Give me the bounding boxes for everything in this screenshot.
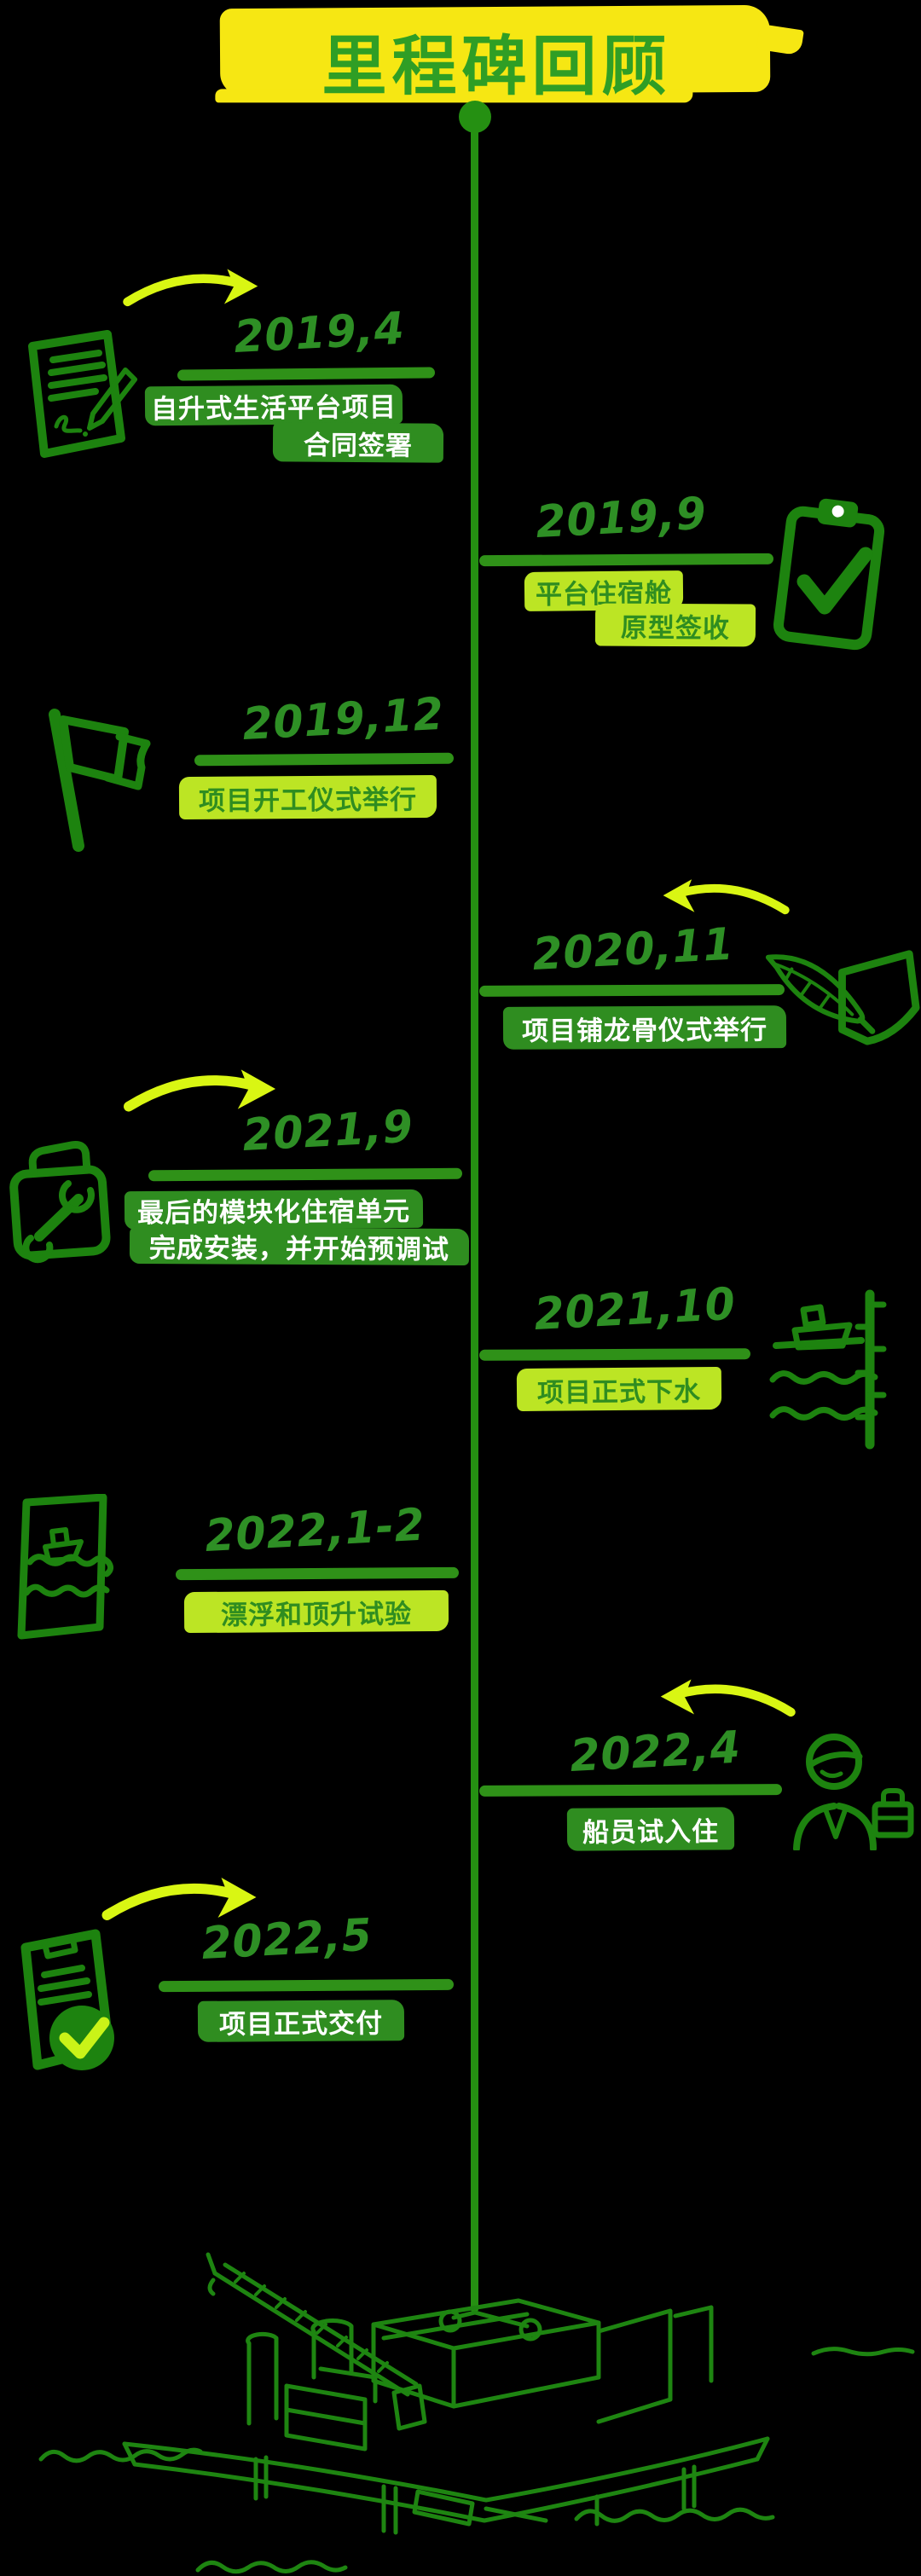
milestone-text: 项目开工仪式举行 bbox=[178, 774, 437, 820]
curved-arrow-left-icon bbox=[660, 1679, 796, 1717]
quill-signing-icon bbox=[765, 950, 920, 1045]
milestone-text: 完成安装，并开始预调试 bbox=[129, 1226, 470, 1266]
date-underline bbox=[177, 367, 436, 381]
curved-arrow-right-icon bbox=[124, 1069, 276, 1112]
milestone-date: 2019,9 bbox=[534, 488, 709, 548]
wave-left-icon bbox=[38, 2447, 203, 2463]
milestone-text: 漂浮和顶升试验 bbox=[183, 1589, 449, 1634]
milestone-text: 自升式生活平台项目 bbox=[144, 384, 403, 426]
milestone-date: 2021,9 bbox=[240, 1101, 415, 1161]
milestone-text: 项目铺龙骨仪式举行 bbox=[502, 1005, 787, 1050]
timeline-line bbox=[471, 130, 478, 2313]
timeline-start-dot bbox=[459, 101, 491, 133]
curved-arrow-right-icon bbox=[101, 1878, 257, 1920]
milestone-date: 2021,10 bbox=[532, 1278, 738, 1340]
date-underline bbox=[158, 1978, 455, 1993]
date-underline bbox=[148, 1167, 463, 1182]
milestone-text: 合同签署 bbox=[272, 422, 444, 463]
milestone-text: 船员试入住 bbox=[566, 1807, 735, 1851]
date-underline bbox=[478, 984, 785, 997]
milestone-date: 2022,4 bbox=[568, 1722, 743, 1782]
milestone-date: 2020,11 bbox=[530, 918, 736, 981]
toolbox-wrench-icon bbox=[9, 1141, 111, 1264]
milestone-date: 2019,12 bbox=[240, 688, 446, 750]
date-underline bbox=[478, 1784, 783, 1797]
jack-up-platform-sketch bbox=[122, 2252, 770, 2535]
page-title: 里程碑回顾 bbox=[321, 28, 672, 104]
milestone-text: 项目正式下水 bbox=[516, 1366, 722, 1412]
document-approved-icon bbox=[20, 1929, 114, 2070]
milestone-text: 最后的模块化住宿单元 bbox=[124, 1189, 424, 1230]
floating-boat-doc-icon bbox=[17, 1494, 114, 1640]
launch-gauge-icon bbox=[769, 1289, 887, 1450]
curved-arrow-left-icon bbox=[663, 879, 790, 915]
contract-signing-icon bbox=[28, 330, 137, 458]
milestone-date: 2022,1-2 bbox=[203, 1499, 427, 1562]
curved-arrow-right-icon bbox=[123, 269, 258, 307]
wave-right-icon bbox=[574, 2507, 775, 2523]
crew-member-icon bbox=[793, 1734, 914, 1850]
milestone-text: 项目正式交付 bbox=[197, 2000, 405, 2042]
wave-bottom-icon bbox=[195, 2560, 348, 2574]
date-underline bbox=[478, 553, 774, 567]
date-underline bbox=[194, 752, 455, 767]
date-underline bbox=[175, 1566, 460, 1581]
water-line-icon bbox=[811, 2347, 915, 2357]
milestone-text: 原型签收 bbox=[594, 603, 756, 647]
milestone-date: 2022,5 bbox=[200, 1909, 374, 1970]
date-underline bbox=[478, 1348, 751, 1361]
clipboard-check-icon bbox=[773, 498, 885, 651]
milestone-date: 2019,4 bbox=[232, 303, 407, 363]
flag-icon bbox=[49, 709, 151, 852]
